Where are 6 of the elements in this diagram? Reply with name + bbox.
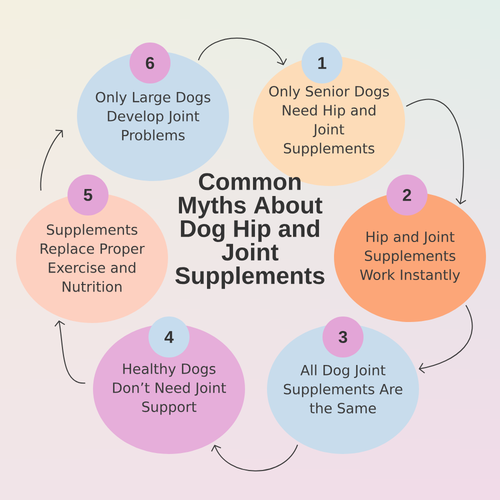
curved-arrow <box>211 444 298 472</box>
curved-arrow <box>40 130 64 192</box>
curved-arrow <box>406 98 466 204</box>
curved-arrow <box>54 320 86 384</box>
curved-arrow <box>198 38 287 66</box>
curved-arrow <box>418 304 473 374</box>
